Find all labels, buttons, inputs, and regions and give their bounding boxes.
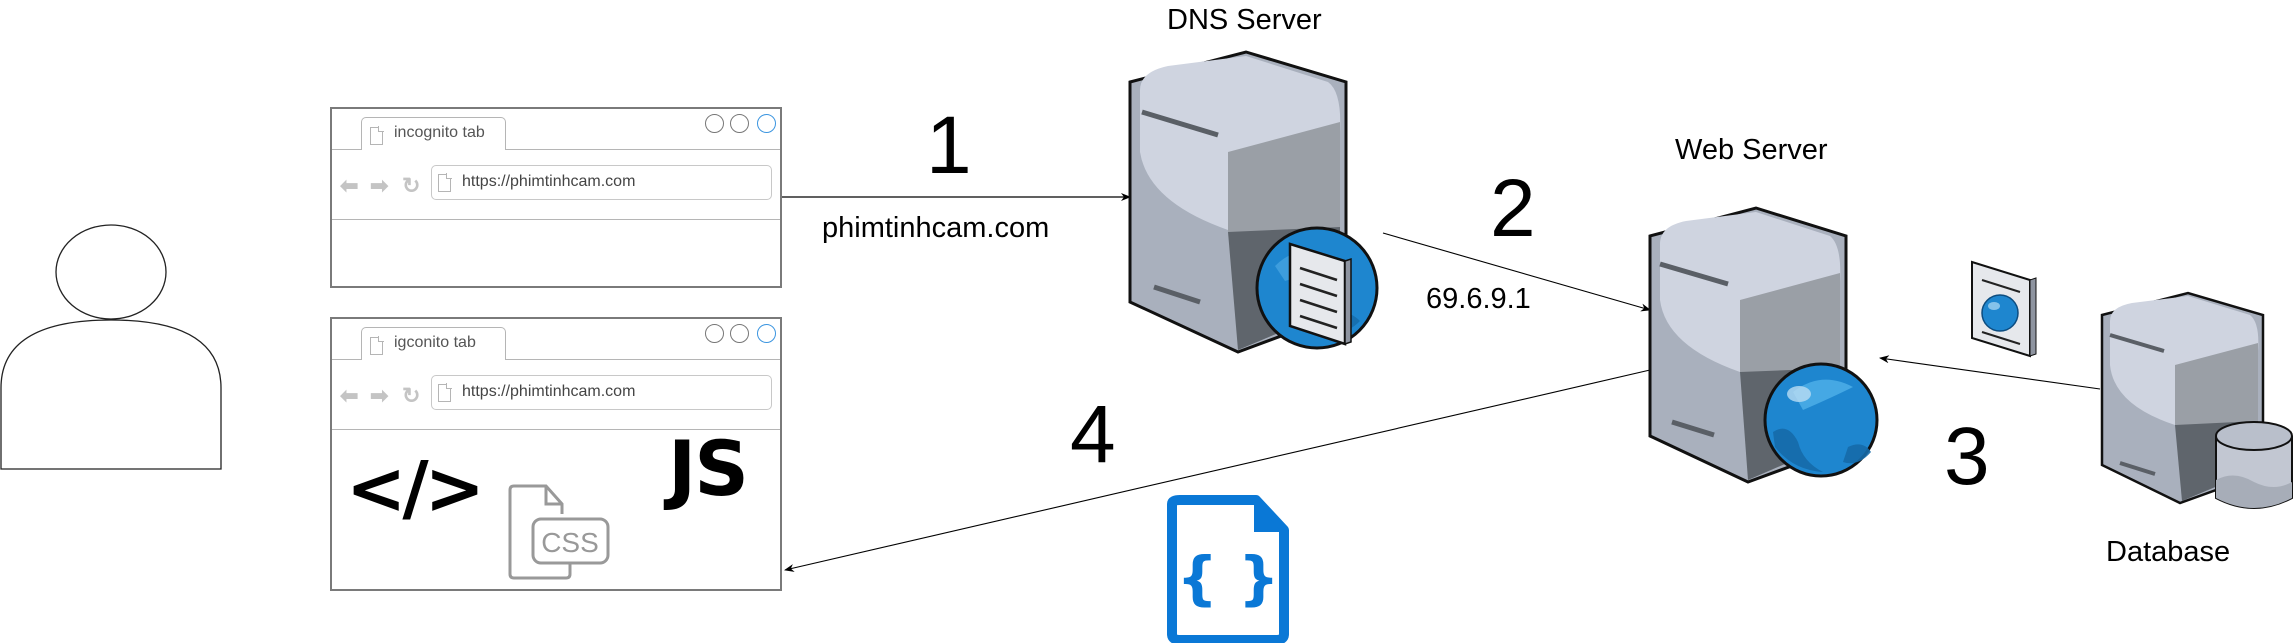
window-button-minimize[interactable] — [705, 324, 724, 343]
back-arrow-icon[interactable]: ⬅ — [340, 383, 359, 408]
database-cylinder-icon — [2215, 421, 2293, 509]
navigation-bar: ⬅ ➡ ↻ https://phimtinhcam.com — [332, 149, 780, 220]
globe-icon — [1763, 362, 1879, 478]
step-4-number: 4 — [1070, 389, 1116, 480]
window-button-close[interactable] — [757, 324, 776, 343]
reload-icon[interactable]: ↻ — [402, 173, 421, 198]
arrow-step-3 — [1879, 355, 2101, 390]
url-text: https://phimtinhcam.com — [462, 173, 636, 190]
database-label: Database — [2106, 536, 2231, 568]
browser-tab[interactable]: igconito tab — [361, 327, 506, 360]
dns-server-label: DNS Server — [1167, 4, 1322, 36]
page-icon — [438, 173, 452, 192]
step-1-annotation: phimtinhcam.com — [822, 212, 1050, 244]
tab-label: incognito tab — [394, 124, 485, 141]
reload-icon[interactable]: ↻ — [402, 383, 421, 408]
navigation-bar: ⬅ ➡ ↻ https://phimtinhcam.com — [332, 359, 780, 430]
back-arrow-icon[interactable]: ⬅ — [340, 173, 359, 198]
html-code-icon: </> — [346, 446, 485, 530]
window-button-minimize[interactable] — [705, 114, 724, 133]
browser-window-incognito: incognito tab ⬅ ➡ ↻ https://phimtinhcam.… — [330, 107, 782, 288]
css-file-icon: CSS — [508, 484, 610, 580]
javascript-icon: JS — [668, 424, 749, 513]
page-icon — [370, 336, 384, 355]
address-bar[interactable]: https://phimtinhcam.com — [431, 165, 772, 200]
window-button-maximize[interactable] — [730, 114, 749, 133]
step-2-annotation: 69.6.9.1 — [1426, 283, 1531, 315]
tab-label: igconito tab — [394, 334, 476, 351]
page-icon — [370, 126, 384, 145]
tab-bar: igconito tab — [332, 319, 780, 360]
address-bar[interactable]: https://phimtinhcam.com — [431, 375, 772, 410]
forward-arrow-icon[interactable]: ➡ — [370, 173, 389, 198]
arrow-step-4 — [784, 369, 1651, 572]
tab-bar: incognito tab — [332, 109, 780, 150]
web-page-document-icon — [1971, 260, 2037, 358]
json-file-icon: { } — [1167, 495, 1289, 643]
page-icon — [438, 383, 452, 402]
web-server-label: Web Server — [1675, 134, 1828, 166]
browser-tab[interactable]: incognito tab — [361, 117, 506, 150]
window-button-maximize[interactable] — [730, 324, 749, 343]
dns-globe-document-icon — [1255, 226, 1379, 350]
arrow-step-2 — [1382, 232, 1651, 312]
window-button-close[interactable] — [757, 114, 776, 133]
browser-window-result: igconito tab ⬅ ➡ ↻ https://phimtinhcam.c… — [330, 317, 782, 591]
step-2-number: 2 — [1490, 163, 1536, 254]
json-braces: { } — [1177, 544, 1280, 612]
forward-arrow-icon[interactable]: ➡ — [370, 383, 389, 408]
url-text: https://phimtinhcam.com — [462, 383, 636, 400]
css-label: CSS — [541, 527, 599, 558]
step-1-number: 1 — [926, 100, 972, 191]
step-3-number: 3 — [1944, 411, 1990, 502]
user-icon — [0, 224, 222, 470]
